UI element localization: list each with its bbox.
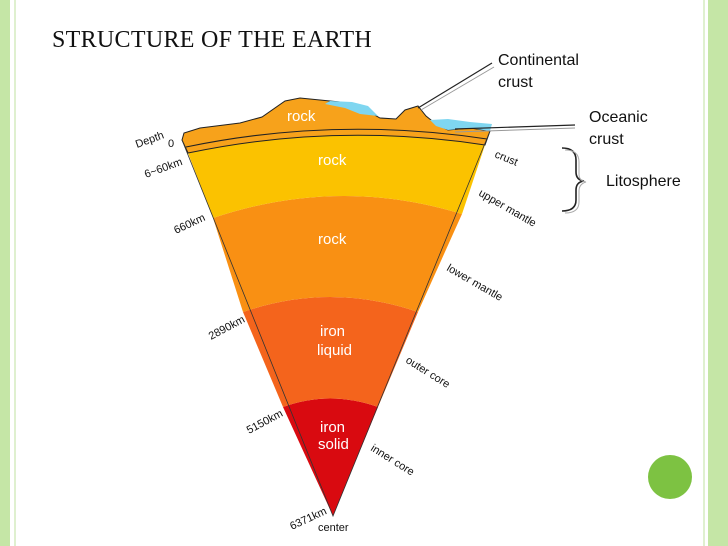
depth-zero-label: 0: [168, 138, 174, 150]
lithosphere-brace: [561, 147, 585, 212]
inner-core-name-label: inner core: [368, 442, 416, 478]
depth-5150km-label: 5150km: [245, 408, 285, 437]
slide-frame-inner-left: [14, 0, 16, 546]
upper-mantle-layer: [188, 135, 485, 218]
oceanic-crust-pointer: [454, 124, 576, 130]
lithosphere-brace-shadow: [564, 149, 587, 214]
depth-2890km-label: 2890km: [207, 314, 247, 343]
lithosphere-label: Litosphere: [606, 173, 681, 190]
slide-frame-right: [708, 0, 728, 546]
oceanic-crust-pointer-shadow: [454, 127, 576, 133]
oceanic-crust-water: [325, 101, 378, 116]
lower-mantle-rock-label: rock: [318, 231, 347, 248]
upper-mantle-rock-label: rock: [318, 152, 347, 169]
continental-crust-label-line2: crust: [498, 74, 533, 91]
outer-core-label-line2: liquid: [317, 342, 352, 359]
outer-core-name-label: outer core: [403, 354, 451, 390]
inner-core-label-line1: iron: [320, 419, 345, 436]
continental-crust-pointer: [417, 62, 493, 109]
center-label: center: [318, 522, 349, 534]
outer-core-layer: [243, 297, 418, 407]
continental-crust-pointer-shadow: [420, 66, 495, 111]
crust-name-label: crust: [493, 149, 520, 169]
oceanic-crust-label-line1: Oceanic: [589, 109, 648, 126]
slide-frame-left: [0, 0, 10, 546]
depth-label: Depth: [134, 130, 166, 151]
crust-mantle-boundary: [185, 128, 488, 148]
oceanic-crust-label-line2: crust: [589, 131, 624, 148]
slide-title: STRUCTURE OF THE EARTH: [52, 27, 373, 53]
slide-frame-inner-right: [703, 0, 705, 546]
inner-core-layer: [283, 398, 378, 516]
depth-6-60km-label: 6~60km: [143, 156, 184, 181]
crust-layer: [181, 97, 491, 154]
inner-core-label-line2: solid: [318, 436, 349, 453]
lower-mantle-layer: [213, 195, 462, 312]
green-circle-decoration: [648, 455, 692, 499]
upper-mantle-name-label: upper mantle: [477, 187, 539, 230]
continental-crust-label-line1: Continental: [498, 52, 579, 69]
lower-mantle-name-label: lower mantle: [445, 262, 505, 304]
wedge-outline: [181, 130, 491, 518]
outer-core-label-line1: iron: [320, 323, 345, 340]
depth-660km-label: 660km: [172, 212, 207, 237]
crust-rock-label: rock: [287, 108, 316, 125]
